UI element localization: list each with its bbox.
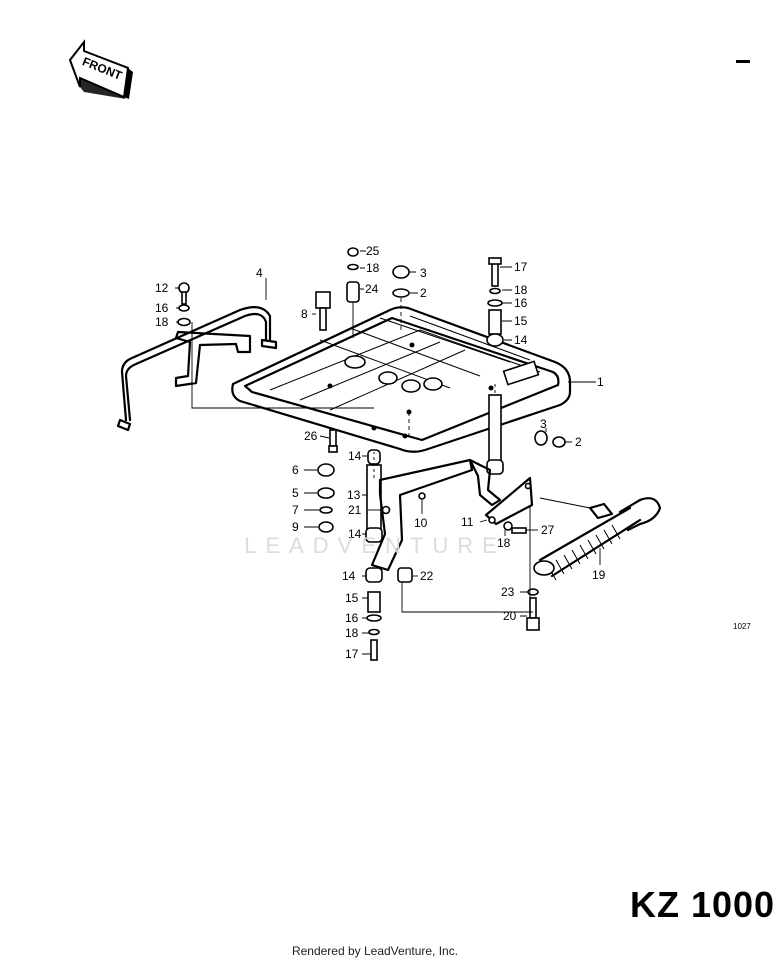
callout-18: 18 <box>497 536 511 550</box>
model-label: KZ 1000 <box>630 884 775 925</box>
callout-8: 8 <box>301 307 308 321</box>
callout-labels: 1 2 2 3 3 4 5 6 7 8 9 10 11 12 13 14 14 … <box>155 244 606 661</box>
parts-diagram: FRONT <box>68 39 662 661</box>
callout-6: 6 <box>292 463 299 477</box>
left-post-assembly <box>365 449 391 661</box>
callout-17: 17 <box>514 260 528 274</box>
callout-5: 5 <box>292 486 299 500</box>
callout-16: 16 <box>345 611 359 625</box>
edge-mark <box>736 60 750 63</box>
hardware <box>177 247 566 631</box>
callout-14: 14 <box>348 449 362 463</box>
callout-1: 1 <box>597 375 604 389</box>
right-post-assembly <box>486 257 504 475</box>
lower-bracket <box>370 458 534 572</box>
callout-14: 14 <box>514 333 528 347</box>
callout-11: 11 <box>461 515 474 529</box>
rack-frame <box>231 306 572 453</box>
callout-18: 18 <box>366 261 380 275</box>
callout-16: 16 <box>514 296 528 310</box>
callout-14: 14 <box>348 527 362 541</box>
callout-18: 18 <box>514 283 528 297</box>
callout-4: 4 <box>256 266 263 280</box>
callout-18: 18 <box>155 315 169 329</box>
callout-3: 3 <box>540 417 547 431</box>
callout-10: 10 <box>414 516 428 530</box>
callout-7: 7 <box>292 503 299 517</box>
callout-26: 26 <box>304 429 318 443</box>
callout-20: 20 <box>503 609 517 623</box>
callout-17: 17 <box>345 647 359 661</box>
leader-lines <box>175 250 601 655</box>
callout-2: 2 <box>575 435 582 449</box>
callout-16: 16 <box>155 301 169 315</box>
footer-credit: Rendered by LeadVenture, Inc. <box>291 944 459 958</box>
callout-23: 23 <box>501 585 515 599</box>
callout-24: 24 <box>365 282 379 296</box>
callout-21: 21 <box>348 503 362 517</box>
callout-22: 22 <box>420 569 434 583</box>
callout-12: 12 <box>155 281 169 295</box>
reference-code: 1027 <box>733 622 751 631</box>
callout-13: 13 <box>347 488 361 502</box>
callout-15: 15 <box>345 591 359 605</box>
callout-27: 27 <box>541 523 555 537</box>
callout-2: 2 <box>420 286 427 300</box>
front-arrow-icon: FRONT <box>68 39 133 99</box>
callout-18: 18 <box>345 626 359 640</box>
callout-9: 9 <box>292 520 299 534</box>
flex-duct <box>533 497 662 581</box>
callout-25: 25 <box>366 244 380 258</box>
callout-3: 3 <box>420 266 427 280</box>
callout-14: 14 <box>342 569 356 583</box>
callout-15: 15 <box>514 314 528 328</box>
front-bracket <box>116 305 278 432</box>
callout-19: 19 <box>592 568 606 582</box>
